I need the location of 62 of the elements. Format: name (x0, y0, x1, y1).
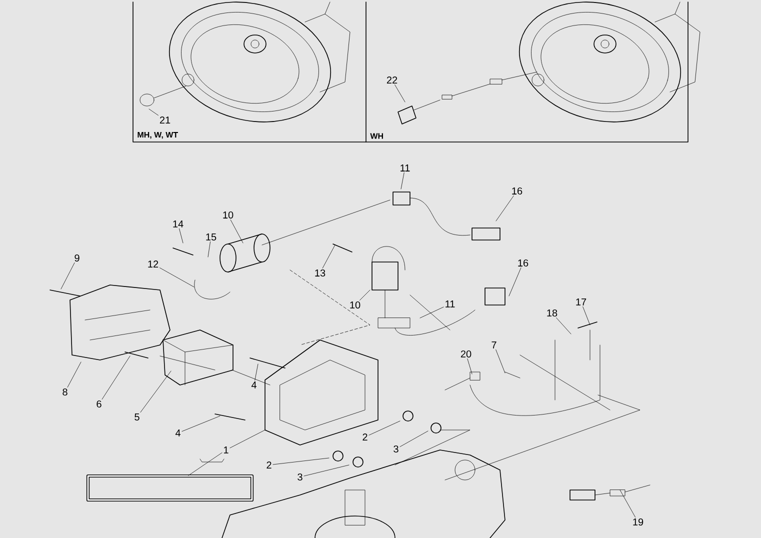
callout-number: 7 (492, 342, 496, 348)
callout-number: 21 (160, 116, 170, 124)
leader-line (556, 318, 572, 334)
callout-number: 3 (298, 473, 302, 481)
leader-line (254, 364, 258, 381)
leader-line (188, 452, 222, 476)
callout-number: 16 (512, 187, 522, 195)
callout-number: 15 (206, 234, 216, 240)
leader-line (620, 490, 636, 518)
callout-number: 17 (576, 298, 586, 306)
callout-number: 2 (266, 462, 272, 468)
leader-line (140, 370, 172, 412)
leader-line (420, 306, 444, 318)
callout-number: 10 (350, 301, 360, 309)
leader-line (102, 356, 130, 400)
callout-number: 4 (251, 382, 256, 388)
leader-line (400, 172, 404, 190)
callout-number: 13 (315, 269, 326, 277)
callout-number: 1 (224, 446, 228, 454)
callout-number: 2 (362, 434, 368, 440)
panel (132, 2, 366, 142)
leader-line (208, 241, 210, 258)
leader-line (400, 430, 428, 447)
leader-line (496, 196, 514, 222)
leader-line (582, 306, 590, 326)
leader-line (360, 290, 370, 300)
leader-line (160, 268, 194, 288)
callout-number: 10 (223, 211, 234, 219)
leader-line (304, 464, 350, 476)
callout-number: 8 (62, 388, 68, 396)
callout-number: 16 (518, 259, 528, 267)
callout-number: 6 (96, 400, 102, 408)
leader-line (179, 228, 184, 244)
variant-label: WH (370, 133, 383, 139)
leader-line (508, 268, 522, 296)
callout-number: 18 (547, 309, 558, 317)
leader-line (230, 220, 244, 244)
callout-number: 4 (175, 430, 180, 436)
callout-number: 11 (446, 300, 455, 308)
callout-number: 3 (394, 445, 398, 453)
callout-number: 20 (460, 350, 472, 358)
leader-line (394, 84, 406, 102)
leader-line (368, 420, 400, 436)
callout-number: 5 (134, 414, 140, 420)
leader-line (467, 358, 472, 374)
leader-line (496, 349, 506, 374)
callout-number: 19 (633, 518, 644, 526)
variant-label: MH, W, WT (138, 132, 178, 139)
leader-line (272, 458, 330, 465)
callout-number: 12 (148, 260, 158, 268)
callout-number: 22 (386, 76, 398, 84)
leader-line (148, 108, 158, 116)
leader-line (182, 416, 220, 432)
callout-number: 14 (173, 220, 184, 228)
callout-number: 11 (400, 164, 410, 172)
callout-number: 9 (74, 254, 80, 262)
leader-line (322, 244, 336, 268)
leader-line (60, 262, 75, 290)
leader-line (230, 430, 266, 448)
leader-line (67, 362, 82, 388)
empty-box (86, 474, 254, 502)
panel (366, 2, 688, 142)
